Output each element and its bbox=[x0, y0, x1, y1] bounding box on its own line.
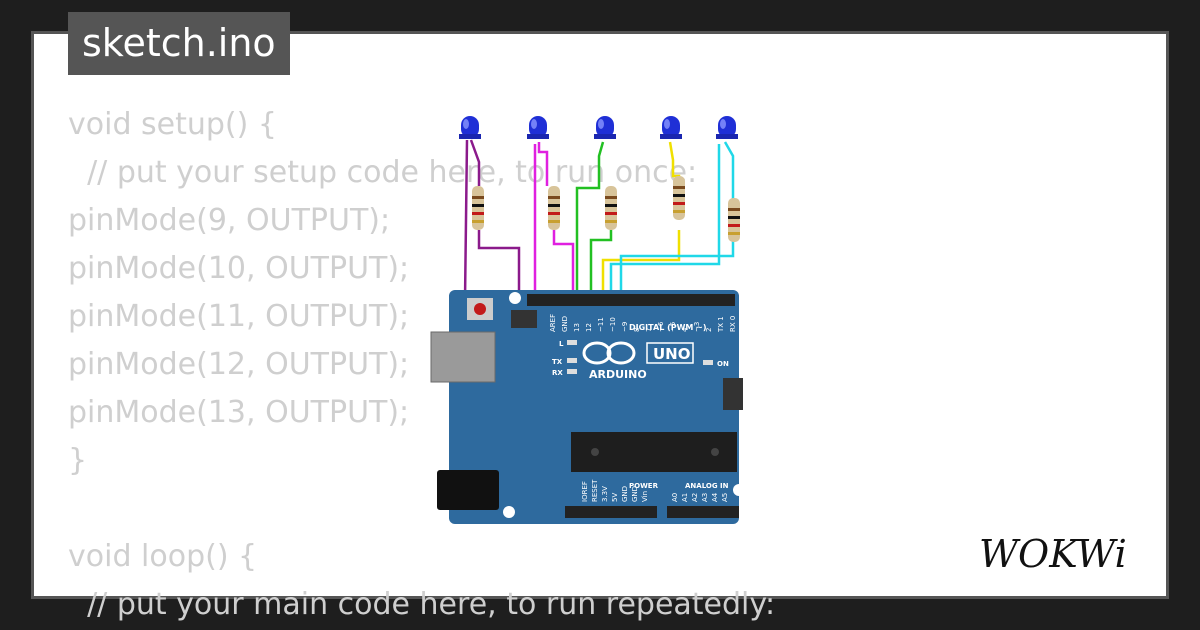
resistor[interactable] bbox=[472, 186, 484, 230]
code-line: pinMode(11, OUTPUT); bbox=[68, 299, 410, 334]
wire-green bbox=[575, 141, 613, 298]
pin-label: 2 bbox=[705, 328, 713, 332]
usb-jack bbox=[430, 331, 496, 383]
board-digital-label: DIGITAL (PWM ~) bbox=[629, 323, 707, 332]
pin-label: RESET bbox=[591, 479, 599, 502]
arduino-uno-board[interactable] bbox=[430, 290, 745, 524]
wire-cyan bbox=[609, 141, 735, 298]
pin-label: A3 bbox=[701, 493, 709, 502]
led[interactable] bbox=[527, 116, 549, 139]
pin-label: 3.3V bbox=[601, 486, 609, 502]
code-line: pinMode(9, OUTPUT); bbox=[68, 203, 391, 238]
wokwi-logo: WOKWi bbox=[979, 532, 1127, 576]
code-line: pinMode(12, OUTPUT); bbox=[68, 347, 410, 382]
pin-label: TX 1 bbox=[717, 316, 725, 333]
pin-label: A1 bbox=[681, 493, 689, 502]
resistor[interactable] bbox=[728, 198, 740, 242]
led[interactable] bbox=[716, 116, 738, 139]
pin-label: 8 bbox=[633, 328, 641, 332]
wokwi-logo-text: WOKWi bbox=[979, 532, 1127, 576]
led[interactable] bbox=[594, 116, 616, 139]
code-line: // put your setup code here, to run once… bbox=[68, 155, 698, 190]
pin-label: IOREF bbox=[581, 481, 589, 502]
pin-label: A4 bbox=[711, 492, 719, 502]
code-line: pinMode(13, OUTPUT); bbox=[68, 395, 410, 430]
pin-label: ~3 bbox=[693, 322, 701, 332]
code-line: // put your main code here, to run repea… bbox=[68, 587, 776, 622]
pin-label: ~11 bbox=[597, 317, 605, 332]
board-rx-label: RX bbox=[552, 369, 563, 377]
wire-purple bbox=[463, 139, 521, 301]
board-l-label: L bbox=[559, 340, 564, 348]
pin-label: ~9 bbox=[621, 322, 629, 332]
pin-label: A0 bbox=[671, 493, 679, 502]
pin-label: GND bbox=[561, 316, 569, 332]
pin-label: 7 bbox=[645, 328, 653, 332]
resistor[interactable] bbox=[548, 186, 560, 230]
resistor[interactable] bbox=[673, 176, 685, 220]
wire-magenta bbox=[533, 142, 575, 300]
pin-label: 12 bbox=[585, 323, 593, 332]
board-brand: ARDUINO bbox=[589, 368, 647, 381]
digital-header bbox=[527, 294, 735, 306]
power-header bbox=[565, 506, 657, 518]
code-line: } bbox=[68, 443, 88, 478]
power-jack bbox=[437, 470, 499, 510]
code-line: void loop() { bbox=[68, 539, 258, 574]
resistor[interactable] bbox=[605, 186, 617, 230]
board-on-label: ON bbox=[717, 360, 729, 368]
board-tx-label: TX bbox=[552, 358, 563, 366]
pin-label: GND bbox=[621, 486, 629, 502]
circuit-diagram: ARDUINO UNO ON L TX RX DIGITAL (PWM ~) P… bbox=[430, 116, 745, 524]
wires bbox=[463, 139, 735, 301]
led[interactable] bbox=[459, 116, 481, 139]
pin-label: A5 bbox=[721, 493, 729, 502]
pin-label: ~6 bbox=[657, 321, 665, 332]
pin-label: 13 bbox=[573, 323, 581, 332]
pin-label: AREF bbox=[549, 314, 557, 332]
board-analog-label: ANALOG IN bbox=[685, 482, 729, 490]
pin-label: Vin bbox=[641, 491, 649, 502]
pin-label: GND bbox=[631, 486, 639, 502]
code-line: pinMode(10, OUTPUT); bbox=[68, 251, 410, 286]
board-model: UNO bbox=[653, 345, 691, 363]
led[interactable] bbox=[660, 116, 682, 139]
pin-label: A2 bbox=[691, 493, 699, 502]
file-tab[interactable]: sketch.ino bbox=[68, 12, 290, 75]
pin-label: 5V bbox=[611, 493, 619, 502]
board-power-label: POWER bbox=[629, 482, 659, 490]
code-editor[interactable]: void setup() { // put your setup code he… bbox=[68, 101, 828, 629]
pin-label: ~5 bbox=[669, 322, 677, 332]
pin-label: ~10 bbox=[609, 317, 617, 332]
analog-header bbox=[667, 506, 739, 518]
pin-label: 4 bbox=[681, 327, 689, 332]
pin-label: RX 0 bbox=[729, 316, 737, 332]
code-line: void setup() { bbox=[68, 107, 277, 142]
